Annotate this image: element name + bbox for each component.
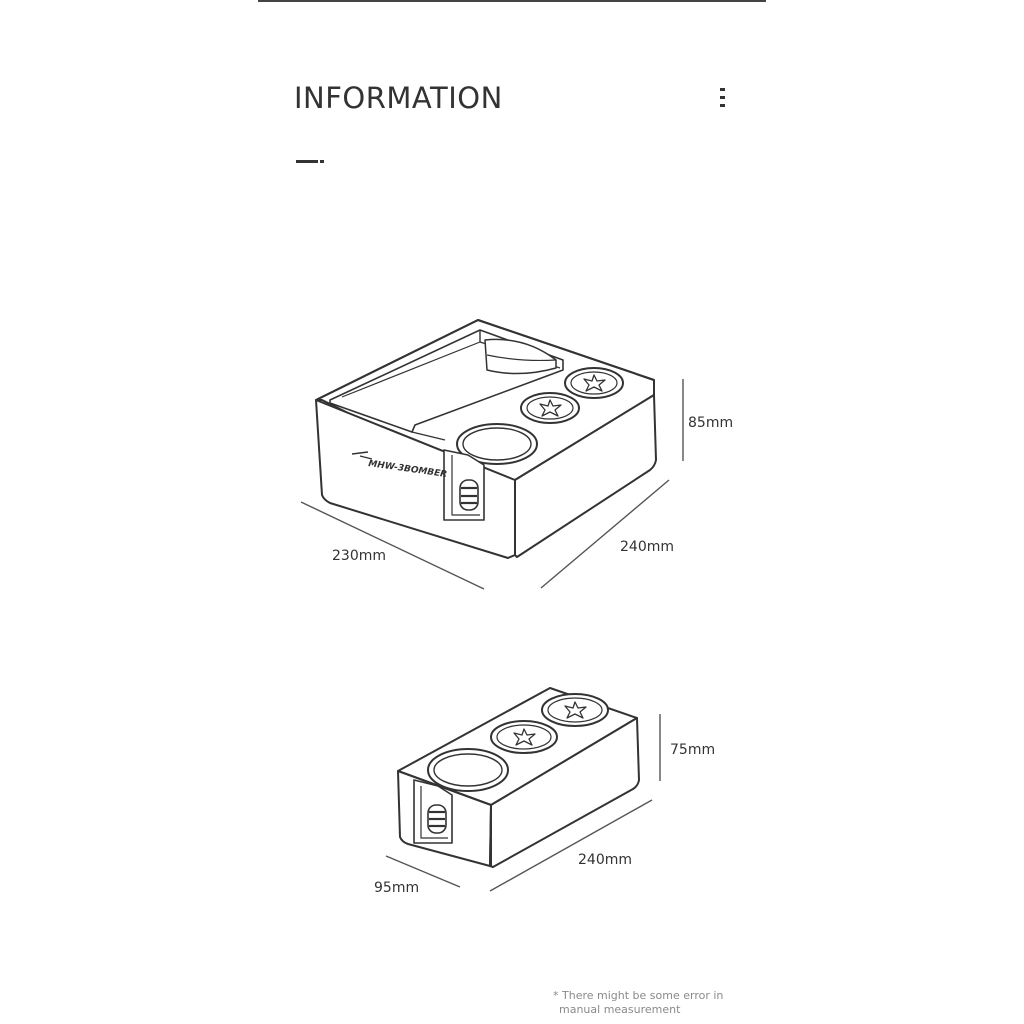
large-width-label: 230mm <box>332 548 386 564</box>
top-divider <box>258 0 766 2</box>
small-tamper-station-drawing <box>397 687 640 868</box>
brand-logo-icon <box>351 451 373 460</box>
disclaimer-line-2: manual measurement <box>559 1003 681 1016</box>
title-underline-accent <box>296 160 328 164</box>
large-length-label: 240mm <box>620 539 674 555</box>
vertical-dots-icon <box>720 88 726 112</box>
small-width-label: 95mm <box>374 880 420 896</box>
disclaimer-line-1: * There might be some error in <box>553 989 724 1002</box>
small-height-label: 75mm <box>670 742 716 758</box>
large-knock-box-drawing <box>315 319 657 559</box>
small-length-label: 240mm <box>578 852 632 868</box>
large-dimension-lines <box>300 379 684 590</box>
large-height-label: 85mm <box>688 415 734 431</box>
page-title: INFORMATION <box>294 81 503 115</box>
measurement-disclaimer: * There might be some error in manual me… <box>553 989 723 1017</box>
small-dimension-lines <box>385 714 661 892</box>
